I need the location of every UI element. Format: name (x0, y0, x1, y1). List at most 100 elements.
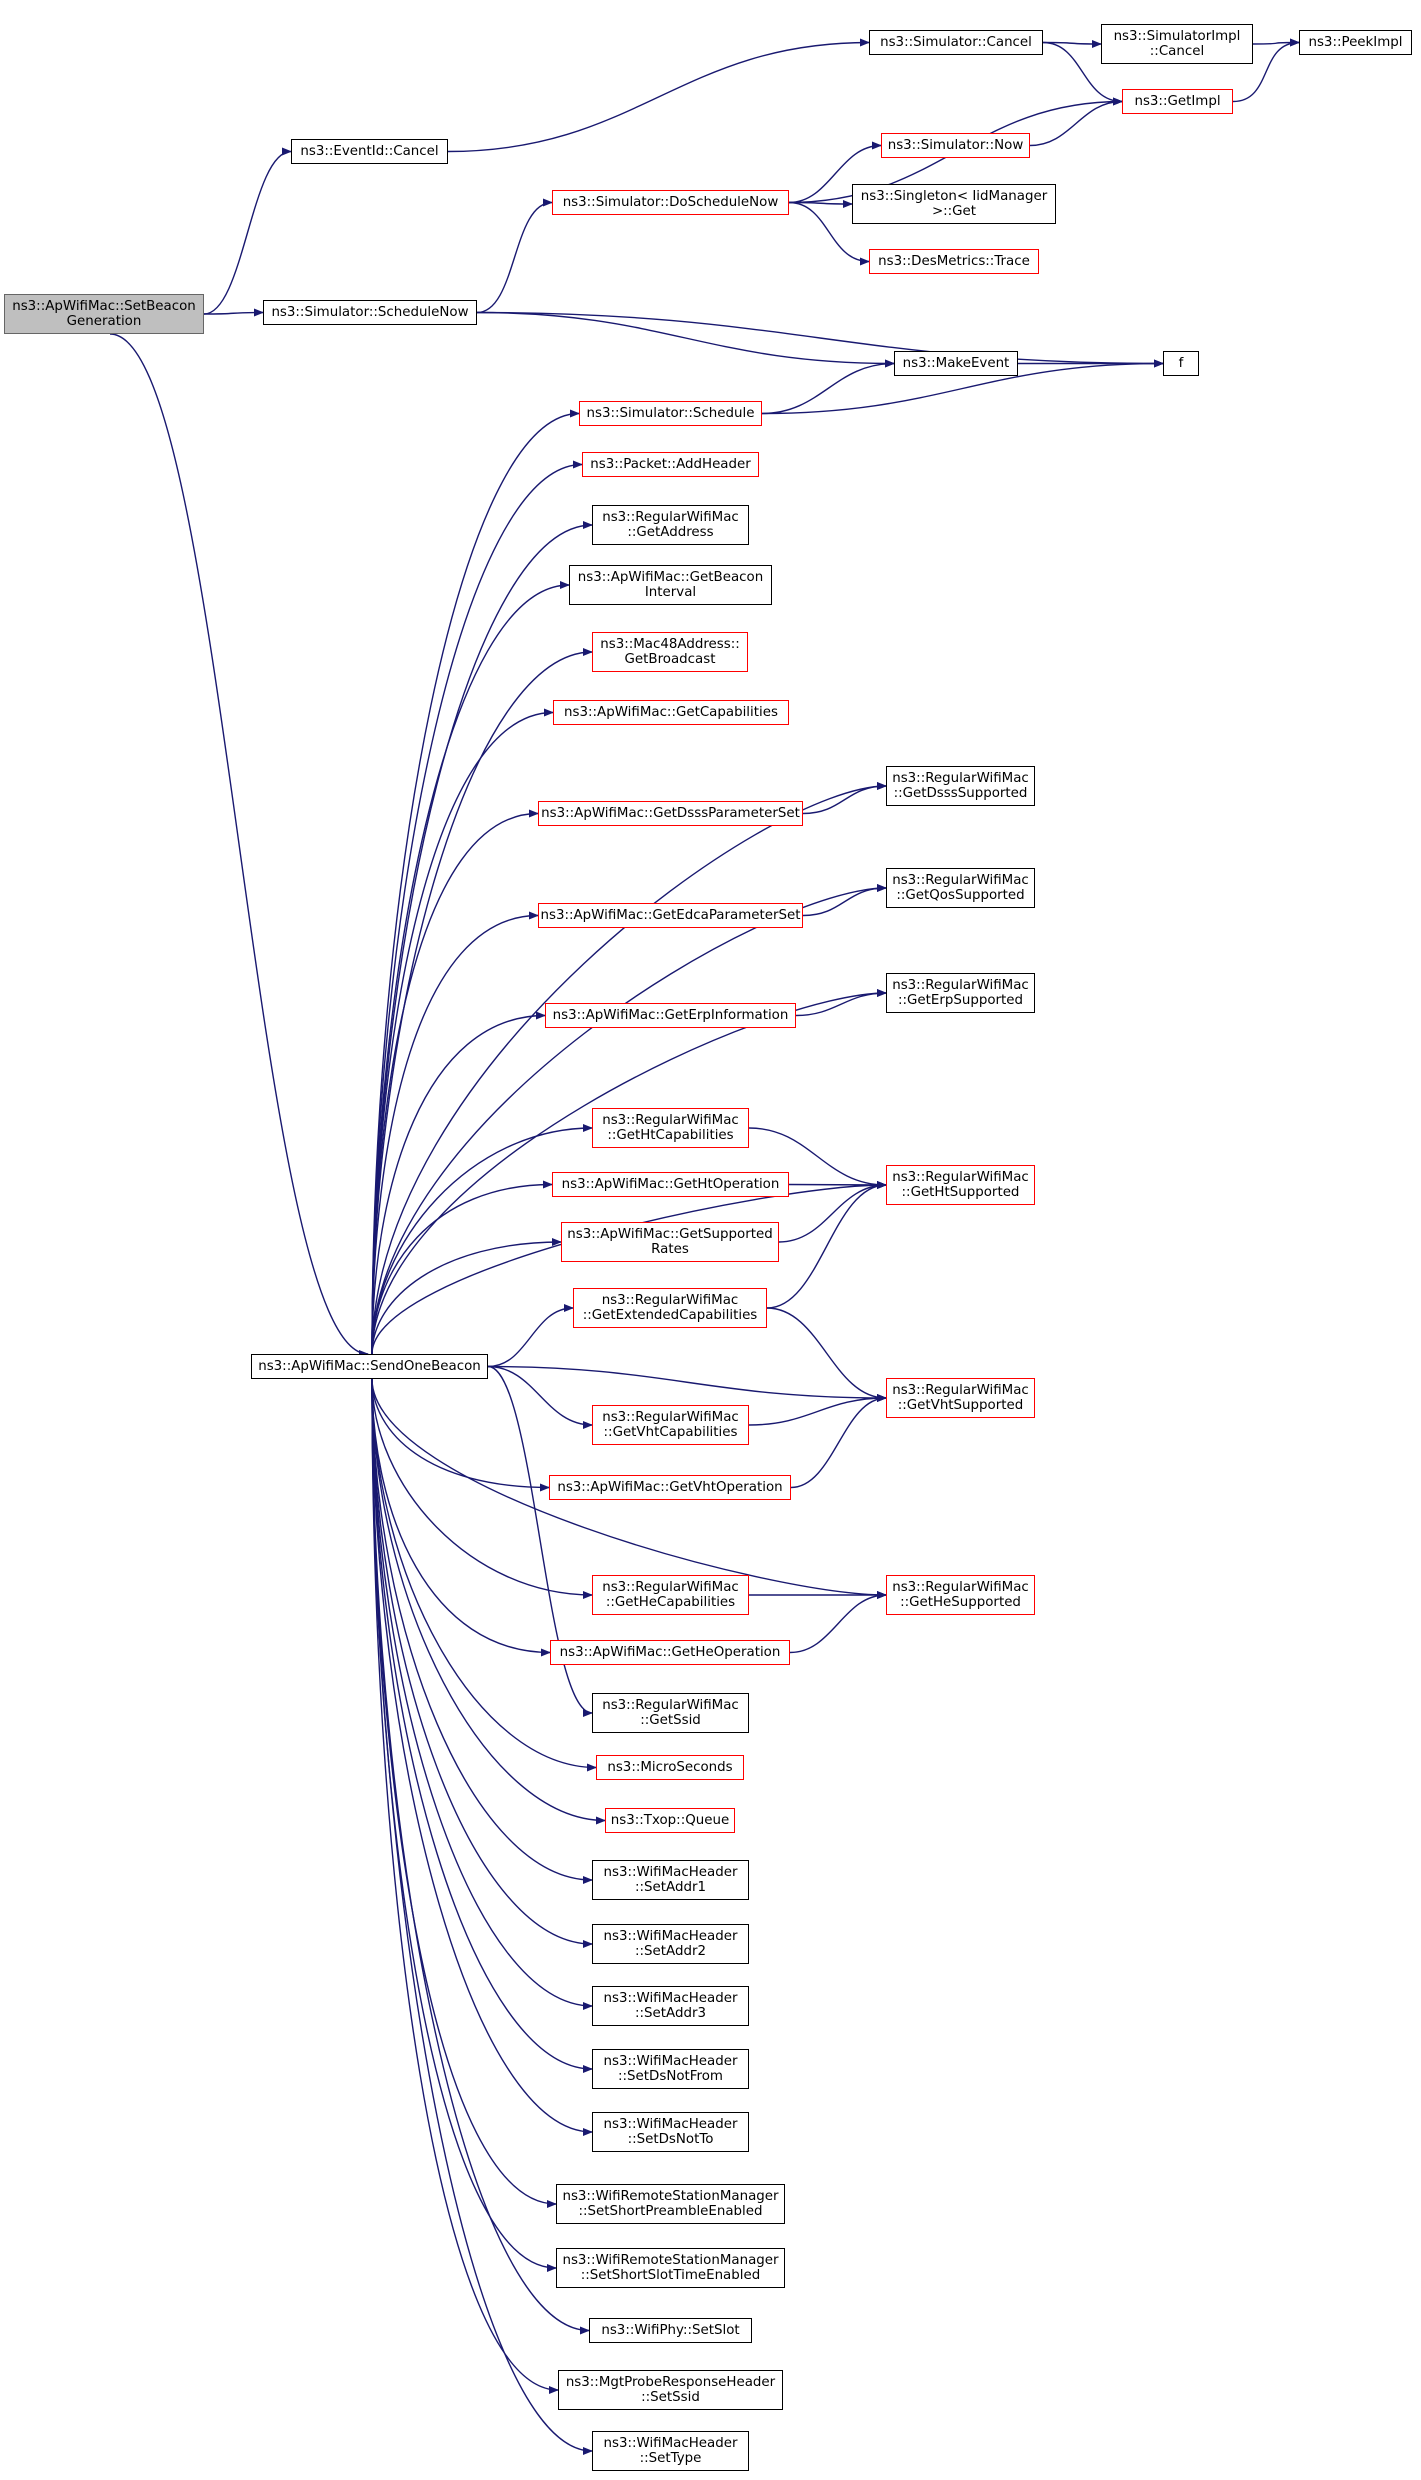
node-addheader[interactable]: ns3::Packet::AddHeader (582, 452, 759, 477)
node-sim-schedule[interactable]: ns3::Simulator::Schedule (579, 401, 762, 426)
node-getdsssparam[interactable]: ns3::ApWifiMac::GetDsssParameterSet (538, 801, 803, 826)
edge-sendonebeacon-to-setaddr2 (371, 1378, 593, 1948)
node-gethtsupported[interactable]: ns3::RegularWifiMac ::GetHtSupported (886, 1165, 1035, 1205)
node-getdssssupported[interactable]: ns3::RegularWifiMac ::GetDsssSupported (886, 766, 1035, 806)
edge-sendonebeacon-to-getbroadcast (371, 648, 593, 1355)
node-setshortpreamble[interactable]: ns3::WifiRemoteStationManager ::SetShort… (556, 2184, 785, 2224)
edge-doschedulenow-to-desmetrics-trace (788, 201, 870, 266)
edge-sendonebeacon-to-addheader (371, 460, 583, 1355)
node-geterpinfo[interactable]: ns3::ApWifiMac::GetErpInformation (545, 1003, 796, 1028)
node-getssid[interactable]: ns3::RegularWifiMac ::GetSsid (592, 1693, 749, 1733)
edge-sendonebeacon-to-setssid (371, 1378, 559, 2394)
node-setaddr1[interactable]: ns3::WifiMacHeader ::SetAddr1 (592, 1860, 749, 1900)
edge-sim-cancel-to-getimpl (1042, 41, 1123, 106)
edge-sendonebeacon-to-getvhtop (371, 1378, 550, 1492)
node-eventid-cancel[interactable]: ns3::EventId::Cancel (291, 139, 448, 164)
edge-sendonebeacon-to-settype (371, 1378, 593, 2455)
node-simimpl-cancel[interactable]: ns3::SimulatorImpl ::Cancel (1101, 24, 1253, 64)
edge-sendonebeacon-to-getsupportedrates (371, 1238, 562, 1355)
edge-doschedulenow-to-sim-now (788, 141, 882, 204)
edge-getsupportedrates-to-gethtsupported (778, 1181, 887, 1243)
node-getedcaparam[interactable]: ns3::ApWifiMac::GetEdcaParameterSet (538, 903, 803, 928)
node-getbeaconinterval[interactable]: ns3::ApWifiMac::GetBeacon Interval (569, 565, 772, 605)
node-getheop[interactable]: ns3::ApWifiMac::GetHeOperation (550, 1640, 790, 1665)
edge-getheop-to-gehesupported (789, 1591, 887, 1654)
edge-getedcaparam-to-getqossupported (802, 884, 887, 917)
edge-sendonebeacon-to-gehesupported (371, 1378, 887, 1599)
node-getvhtop[interactable]: ns3::ApWifiMac::GetVhtOperation (549, 1475, 791, 1500)
node-getcapabilities[interactable]: ns3::ApWifiMac::GetCapabilities (553, 700, 789, 725)
node-setdsnotfrom[interactable]: ns3::WifiMacHeader ::SetDsNotFrom (592, 2049, 749, 2089)
node-schedulenow[interactable]: ns3::Simulator::ScheduleNow (263, 300, 477, 325)
node-sim-cancel[interactable]: ns3::Simulator::Cancel (869, 30, 1043, 55)
edge-getvhtcap-to-getvhtsupported (748, 1394, 887, 1426)
edge-gethtcap-to-gethtsupported (748, 1127, 887, 1189)
edge-sendonebeacon-to-getvhtsupported (487, 1365, 887, 1402)
node-getsupportedrates[interactable]: ns3::ApWifiMac::GetSupported Rates (561, 1222, 779, 1262)
edge-setbeacon-to-eventid-cancel (203, 147, 292, 315)
edge-sendonebeacon-to-gethecap (371, 1378, 593, 1599)
node-setslot[interactable]: ns3::WifiPhy::SetSlot (589, 2318, 752, 2343)
node-sendonebeacon[interactable]: ns3::ApWifiMac::SendOneBeacon (251, 1354, 488, 1379)
node-doschedulenow[interactable]: ns3::Simulator::DoScheduleNow (552, 190, 789, 215)
node-setshortslot[interactable]: ns3::WifiRemoteStationManager ::SetShort… (556, 2248, 785, 2288)
edge-sendonebeacon-to-getvhtcap (487, 1365, 593, 1429)
node-setaddr3[interactable]: ns3::WifiMacHeader ::SetAddr3 (592, 1986, 749, 2026)
node-gethtcap[interactable]: ns3::RegularWifiMac ::GetHtCapabilities (592, 1108, 749, 1148)
edge-sendonebeacon-to-setdsnotfrom (371, 1378, 593, 2073)
edge-eventid-cancel-to-sim-cancel (447, 38, 870, 153)
node-setssid[interactable]: ns3::MgtProbeResponseHeader ::SetSsid (558, 2370, 783, 2410)
node-txop-queue[interactable]: ns3::Txop::Queue (605, 1808, 735, 1833)
node-sim-now[interactable]: ns3::Simulator::Now (881, 133, 1030, 158)
node-geterpsupported[interactable]: ns3::RegularWifiMac ::GetErpSupported (886, 973, 1035, 1013)
edge-sendonebeacon-to-setdsnotto (371, 1378, 593, 2136)
edge-sendonebeacon-to-setaddr1 (371, 1378, 593, 1884)
edge-sendonebeacon-to-getdsssparam (371, 809, 539, 1355)
edge-setbeacon-to-schedulenow (203, 308, 264, 317)
edge-sendonebeacon-to-getextcap (487, 1304, 574, 1368)
edge-sendonebeacon-to-microseconds (371, 1378, 597, 1772)
node-getimpl[interactable]: ns3::GetImpl (1122, 89, 1233, 114)
node-settype[interactable]: ns3::WifiMacHeader ::SetType (592, 2431, 749, 2471)
node-gehesupported[interactable]: ns3::RegularWifiMac ::GetHeSupported (886, 1575, 1035, 1615)
edge-geterpinfo-to-geterpsupported (795, 989, 887, 1017)
node-getvhtcap[interactable]: ns3::RegularWifiMac ::GetVhtCapabilities (592, 1405, 749, 1445)
node-getbroadcast[interactable]: ns3::Mac48Address:: GetBroadcast (592, 632, 748, 672)
edge-schedulenow-to-makeevent (476, 311, 895, 368)
node-gethecap[interactable]: ns3::RegularWifiMac ::GetHeCapabilities (592, 1575, 749, 1615)
node-getqossupported[interactable]: ns3::RegularWifiMac ::GetQosSupported (886, 868, 1035, 908)
edge-sendonebeacon-to-setaddr3 (371, 1378, 593, 2010)
node-gethtop[interactable]: ns3::ApWifiMac::GetHtOperation (552, 1172, 789, 1197)
edge-getextcap-to-gethtsupported (766, 1181, 887, 1309)
edge-schedulenow-to-f (476, 311, 1164, 368)
edge-getextcap-to-getvhtsupported (766, 1307, 887, 1402)
node-getaddress[interactable]: ns3::RegularWifiMac ::GetAddress (592, 505, 749, 545)
edge-sendonebeacon-to-gethtop (371, 1180, 553, 1355)
node-makeevent[interactable]: ns3::MakeEvent (894, 351, 1018, 376)
node-f[interactable]: f (1163, 351, 1199, 376)
edge-sendonebeacon-to-geterpinfo (371, 1011, 546, 1355)
edge-getvhtop-to-getvhtsupported (790, 1394, 887, 1489)
node-setbeacon: ns3::ApWifiMac::SetBeacon Generation (4, 294, 204, 334)
node-setaddr2[interactable]: ns3::WifiMacHeader ::SetAddr2 (592, 1924, 749, 1964)
node-peekimpl[interactable]: ns3::PeekImpl (1299, 30, 1412, 55)
edge-sendonebeacon-to-geterpsupported (371, 989, 887, 1355)
edge-sendonebeacon-to-getbeaconinterval (371, 581, 570, 1355)
edge-sendonebeacon-to-setslot (371, 1378, 590, 2335)
edge-sim-cancel-to-simimpl-cancel (1042, 39, 1102, 48)
edge-doschedulenow-to-singleton-get (788, 199, 853, 208)
edge-sim-schedule-to-makeevent (761, 359, 895, 415)
edge-sim-now-to-getimpl (1029, 97, 1123, 147)
node-singleton-get[interactable]: ns3::Singleton< IidManager >::Get (852, 184, 1056, 224)
node-microseconds[interactable]: ns3::MicroSeconds (596, 1755, 744, 1780)
node-desmetrics-trace[interactable]: ns3::DesMetrics::Trace (869, 249, 1039, 274)
edge-setbeacon-to-sendonebeacon (109, 333, 369, 1358)
node-getextcap[interactable]: ns3::RegularWifiMac ::GetExtendedCapabil… (573, 1288, 767, 1328)
edge-sendonebeacon-to-sim-schedule (371, 409, 580, 1355)
edge-sendonebeacon-to-getedcaparam (371, 911, 539, 1355)
edge-sendonebeacon-to-getqossupported (371, 884, 887, 1355)
node-setdsnotto[interactable]: ns3::WifiMacHeader ::SetDsNotTo (592, 2112, 749, 2152)
node-getvhtsupported[interactable]: ns3::RegularWifiMac ::GetVhtSupported (886, 1378, 1035, 1418)
